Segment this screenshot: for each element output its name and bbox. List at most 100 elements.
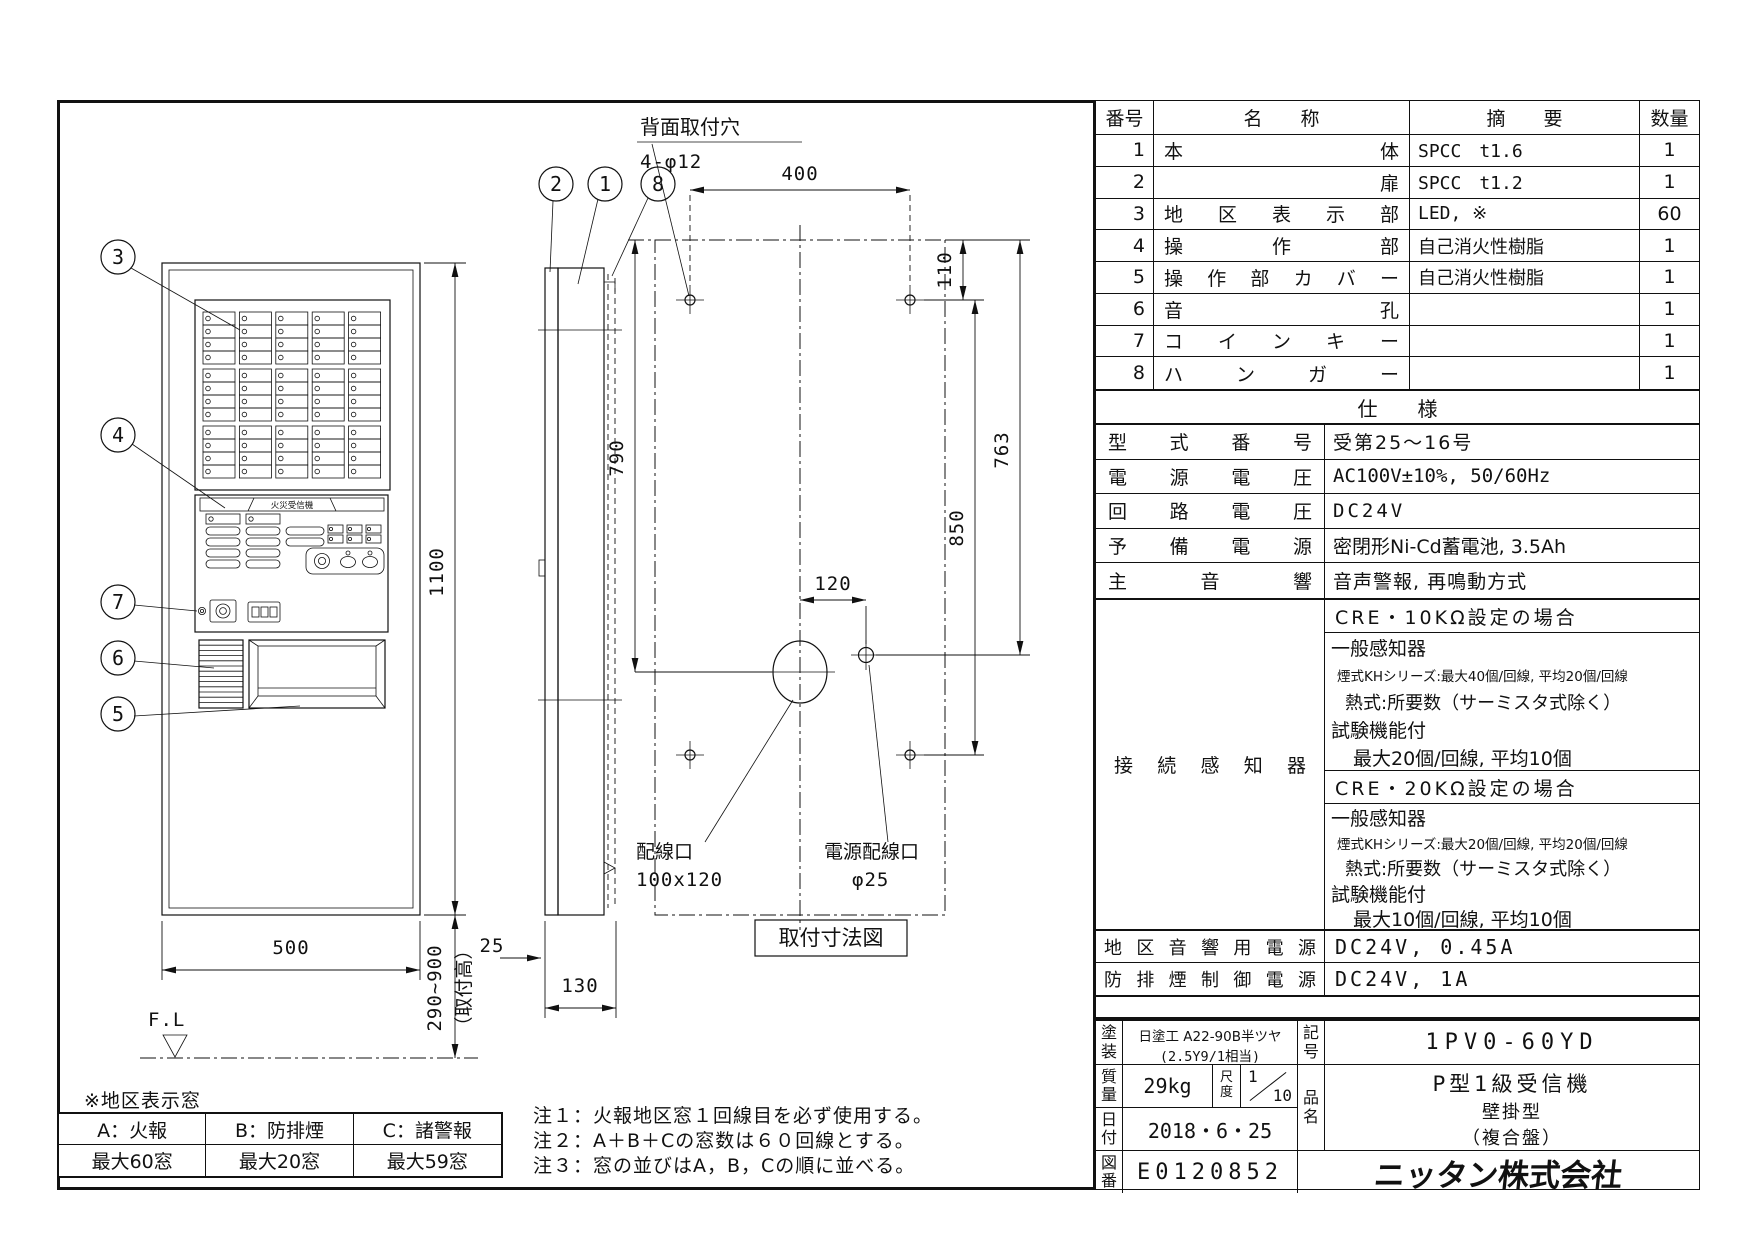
dim-130: 130 bbox=[561, 975, 598, 997]
part-qty: 1 bbox=[1640, 262, 1699, 294]
fl-label: F.L bbox=[148, 1009, 185, 1031]
zone-lamp bbox=[241, 429, 248, 436]
zone-lamp bbox=[241, 468, 248, 475]
sensor-line: 一般感知器 bbox=[1331, 637, 1427, 660]
spec-label: 電源電圧 bbox=[1096, 459, 1325, 495]
callout-2: 2 bbox=[538, 166, 574, 273]
part-no: 7 bbox=[1096, 325, 1154, 358]
operation-panel bbox=[194, 494, 389, 633]
zone-lamp bbox=[314, 328, 320, 335]
part-name: ハンガー bbox=[1154, 357, 1410, 389]
pill-indicators bbox=[205, 526, 325, 569]
dim-mount-note: （取付高） bbox=[453, 940, 475, 1035]
mounting-hole bbox=[676, 286, 704, 314]
zone-lamp bbox=[350, 354, 357, 361]
symbol-label: 記号 bbox=[1298, 1021, 1325, 1065]
note-3: 注３：窓の並びはA，B，Cの順に並べる。 bbox=[533, 1155, 916, 1177]
zone-lamp bbox=[205, 442, 211, 449]
dim-400: 400 bbox=[781, 163, 818, 185]
zone-lamp bbox=[350, 315, 357, 322]
part-qty: 1 bbox=[1640, 230, 1699, 262]
paint-value: 日塗工 A22-90B半ツヤ (2.5Y9/1相当) bbox=[1123, 1021, 1298, 1065]
zone-display-frame bbox=[194, 299, 391, 491]
zone-lamp bbox=[205, 385, 211, 392]
parts-table: 番号 名 称 摘 要 数量 1 本体 SPCC t1.6 1 2 扉 SPCC … bbox=[1093, 100, 1700, 390]
zone-lamp bbox=[205, 341, 211, 348]
dim-500: 500 bbox=[272, 937, 309, 959]
zone-lamp bbox=[278, 442, 284, 449]
part-no: 5 bbox=[1096, 262, 1154, 294]
part-spec bbox=[1410, 325, 1640, 358]
power-spec-table: 地区音響用電源 DC24V, 0.45A 防排煙制御電源 DC24V, 1A bbox=[1093, 930, 1700, 996]
digit-display bbox=[247, 601, 281, 623]
zone-lamp bbox=[241, 328, 248, 335]
power-label: 防排煙制御電源 bbox=[1096, 963, 1325, 995]
window-note-title: ※地区表示窓 bbox=[84, 1090, 201, 1112]
zone-lamp bbox=[314, 398, 320, 405]
sensor-spec-block: 接続感知器 CRE・10KΩ設定の場合 一般感知器 煙式KHシリーズ:最大40個… bbox=[1093, 599, 1700, 932]
front-door-outline bbox=[168, 269, 414, 909]
zone-lamp bbox=[314, 455, 320, 462]
spec-value: 音声警報, 再鳴動方式 bbox=[1333, 571, 1528, 594]
item-name: P型1級受信機 壁掛型 （複合盤） bbox=[1325, 1065, 1699, 1151]
wiring-label: 配線口 bbox=[636, 841, 693, 863]
part-name: 操作部 bbox=[1154, 230, 1410, 262]
spec-value: DC24V bbox=[1325, 494, 1699, 529]
leader-labels: 背面取付穴 4-φ12 配線口 100x120 電源配線口 φ25 取付寸法図 bbox=[636, 115, 919, 957]
panel-header-bar bbox=[199, 497, 385, 512]
zone-lamp bbox=[241, 341, 248, 348]
sensor-line: 最大10個/回線, 平均10個 bbox=[1353, 909, 1572, 931]
zone-lamp bbox=[205, 455, 211, 462]
zone-window bbox=[311, 350, 345, 365]
wiring-size: 100x120 bbox=[636, 869, 723, 891]
sensor-case-body: 一般感知器 煙式KHシリーズ:最大20個/回線, 平均20個/回線 熱式:所要数… bbox=[1325, 804, 1699, 932]
part-qty: 1 bbox=[1640, 167, 1699, 199]
zone-window bbox=[348, 464, 382, 479]
zone-window bbox=[275, 407, 309, 422]
zone-lamp bbox=[314, 385, 320, 392]
part-qty: 60 bbox=[1640, 199, 1699, 231]
note-2: 注２：A＋B＋Cの窓数は６０回線とする。 bbox=[533, 1130, 915, 1152]
dim-1100: 1100 bbox=[426, 547, 448, 597]
power-wiring-size: φ25 bbox=[852, 869, 889, 891]
part-spec bbox=[1410, 357, 1640, 389]
svg-text:3: 3 bbox=[112, 245, 124, 269]
dimensions: 1100 500 290~900 （取付高） 25 F.L 130 400 bbox=[140, 163, 1030, 1059]
zone-window bbox=[202, 350, 236, 365]
part-no: 8 bbox=[1096, 357, 1154, 389]
rear-view bbox=[628, 195, 1032, 930]
speaker-grille-lines bbox=[199, 644, 243, 703]
mass-value: 29kg bbox=[1123, 1065, 1213, 1108]
side-view bbox=[538, 267, 622, 916]
zone-lamp bbox=[205, 315, 211, 322]
spec-title-bar: 仕 様 bbox=[1093, 390, 1700, 424]
zone-lamp bbox=[205, 429, 211, 436]
zone-lamp bbox=[314, 354, 320, 361]
dim-25: 25 bbox=[480, 935, 505, 957]
control-knob-box bbox=[305, 547, 385, 575]
sensor-line: 試験機能付 bbox=[1331, 720, 1427, 742]
sensor-line: 煙式KHシリーズ:最大20個/回線, 平均20個/回線 bbox=[1337, 836, 1628, 853]
zone-lamp bbox=[278, 341, 284, 348]
blank-strip bbox=[1093, 996, 1700, 1018]
sensor-label: 接続感知器 bbox=[1096, 600, 1325, 929]
part-spec: LED, ※ bbox=[1410, 198, 1640, 231]
parts-header-qty: 数量 bbox=[1640, 101, 1699, 135]
spec-label: 主音響 bbox=[1096, 563, 1325, 598]
part-name: 本体 bbox=[1154, 135, 1410, 167]
front-outer-outline bbox=[161, 262, 421, 916]
zone-lamp bbox=[241, 354, 248, 361]
date-value: 2018・6・25 bbox=[1123, 1108, 1298, 1151]
item-label: 品名 bbox=[1298, 1065, 1325, 1151]
part-name: 操作部カバー bbox=[1154, 262, 1410, 294]
zone-lamp bbox=[241, 385, 248, 392]
part-no: 2 bbox=[1096, 166, 1154, 199]
parts-header-spec: 摘 要 bbox=[1410, 101, 1640, 135]
mounting-hole bbox=[896, 286, 924, 314]
zone-lamp bbox=[350, 372, 357, 379]
zone-lamp bbox=[314, 315, 320, 322]
zone-lamp bbox=[278, 411, 284, 418]
sensor-line: 熱式:所要数（サーミスタ式除く） bbox=[1345, 859, 1622, 880]
